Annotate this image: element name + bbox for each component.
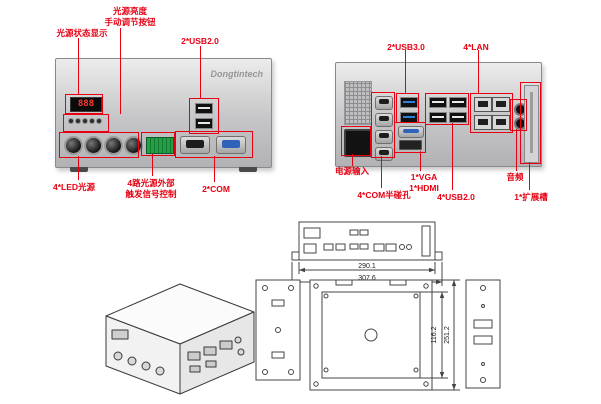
lan-port	[492, 97, 510, 112]
lan-port	[474, 97, 492, 112]
hdmi-port	[399, 140, 422, 150]
rear-panel-outline	[298, 221, 436, 261]
rear-com-stack	[375, 96, 393, 161]
led-light-connector	[104, 136, 123, 155]
front-usb-ports	[195, 103, 213, 129]
usb2-port	[429, 97, 447, 108]
adjust-button	[69, 119, 73, 123]
led-light-connector	[84, 136, 103, 155]
leader-line	[452, 123, 453, 190]
label-front-brightness: 光源亮度 手动调节按钮	[104, 6, 156, 27]
leader-line	[200, 46, 201, 98]
label-rear-power: 电源输入	[334, 166, 369, 176]
lan-port	[474, 115, 492, 130]
adjust-button	[83, 119, 87, 123]
top-view-drawing: 116.2 251.2	[255, 279, 501, 391]
annotation-box-lan	[470, 93, 513, 133]
annotation-box-front-usb	[189, 98, 219, 134]
leader-line	[516, 129, 517, 171]
annotation-box-led	[59, 132, 139, 158]
annotation-box-usb2	[425, 93, 469, 125]
leader-line	[420, 151, 421, 171]
dim-height: 116.2	[431, 326, 438, 343]
leader-line	[381, 156, 382, 188]
trigger-terminal-block	[146, 137, 174, 154]
brand-logo: Dongtintech	[210, 69, 264, 79]
label-rear-video: 1*VGA 1*HDMI	[409, 172, 439, 193]
label-rear-audio: 音频	[506, 172, 524, 182]
label-front-led: 4*LED光源	[52, 182, 96, 192]
leader-line	[478, 50, 479, 93]
label-front-status: 光源状态显示	[56, 28, 108, 38]
annotation-box-video	[394, 122, 426, 153]
chassis-foot	[70, 167, 88, 172]
rear-panel-drawing: 290.1 307.6	[291, 221, 443, 286]
leader-line	[529, 162, 530, 190]
usb2-port	[195, 118, 213, 129]
com-port	[375, 96, 393, 110]
label-rear-usb3: 2*USB3.0	[387, 42, 425, 52]
vent-grille	[344, 81, 372, 125]
annotation-box-buttons	[63, 114, 109, 132]
light-status-display: 888	[70, 97, 102, 112]
annotation-box-power	[341, 126, 371, 156]
label-front-com: 2*COM	[202, 184, 230, 194]
annotation-box-terminal	[141, 132, 175, 156]
leader-line	[152, 154, 153, 176]
annotation-box-slot	[520, 82, 541, 164]
expansion-slot-bracket	[524, 85, 539, 163]
label-front-usb: 2*USB2.0	[181, 36, 219, 46]
annotation-box-usb3	[396, 93, 419, 123]
annotation-box-rear-com	[371, 92, 395, 158]
lan-port	[492, 115, 510, 130]
side-panel-plate	[465, 279, 501, 389]
com-port	[375, 113, 393, 127]
label-rear-slot: 1*扩展槽	[514, 192, 548, 202]
usb2-column	[449, 97, 467, 123]
leader-line	[78, 38, 79, 94]
led-light-connector	[64, 136, 83, 155]
vga-port	[398, 126, 424, 138]
leader-line	[78, 156, 79, 180]
usb2-port	[429, 112, 447, 123]
annotation-box-display	[65, 94, 103, 114]
front-view-device: Dongtintech 888	[55, 58, 272, 172]
dim-width-body: 290.1	[358, 263, 376, 270]
rear-view-device	[335, 62, 542, 167]
leader-line	[405, 50, 406, 93]
com-port	[180, 136, 210, 154]
usb2-port	[195, 103, 213, 114]
isometric-view-drawing	[105, 283, 255, 395]
leader-line	[214, 156, 215, 182]
adjust-button	[90, 119, 94, 123]
annotation-box-audio	[510, 99, 527, 131]
mounting-ear	[291, 251, 300, 261]
adjust-button	[76, 119, 80, 123]
usb3-port	[400, 97, 418, 108]
annotation-box-front-com	[175, 131, 253, 158]
chassis-foot	[239, 167, 257, 172]
dim-width-overall: 307.6	[358, 275, 376, 282]
com-port	[216, 136, 246, 154]
label-rear-lan: 4*LAN	[463, 42, 489, 52]
usb2-port	[449, 112, 467, 123]
leader-line	[352, 154, 353, 166]
brightness-buttons	[69, 119, 101, 123]
leader-line	[120, 28, 121, 114]
mounting-ear	[434, 251, 443, 261]
com-port	[375, 130, 393, 144]
iso-right-face	[179, 311, 255, 395]
usb2-port	[449, 97, 467, 108]
label-rear-usb2: 4*USB2.0	[437, 192, 475, 202]
dim-depth: 251.2	[444, 326, 451, 344]
label-front-trigger: 4路光源外部 触发信号控制	[125, 178, 177, 199]
usb2-column	[429, 97, 447, 123]
label-rear-com: 4*COM半碰孔	[357, 190, 411, 200]
adjust-button	[97, 119, 101, 123]
